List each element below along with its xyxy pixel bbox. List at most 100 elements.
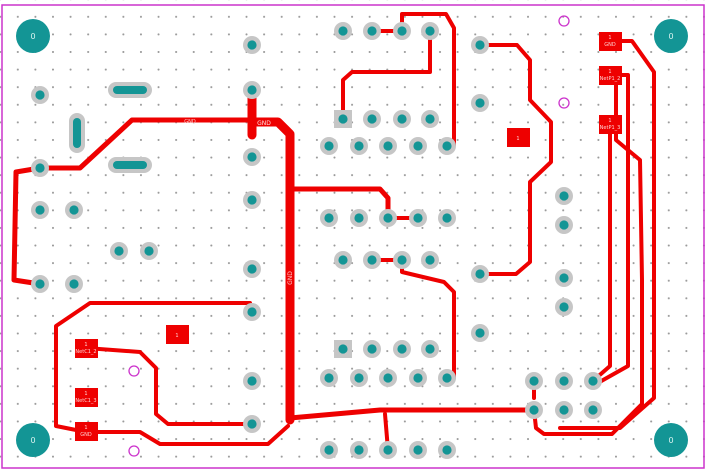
fiducial-marker — [128, 445, 140, 457]
pad-num: 1 — [608, 69, 611, 75]
th-pad-core — [559, 191, 569, 201]
th-pad-core — [338, 344, 348, 354]
trace-bottom-right-loop[interactable] — [532, 73, 644, 436]
trace-left-loop[interactable] — [11, 165, 43, 287]
smd-pads — [75, 32, 622, 441]
trace-gnd-diagonal[interactable] — [37, 117, 255, 171]
oblong-pad[interactable] — [113, 86, 147, 94]
mounting-hole[interactable] — [16, 423, 50, 457]
trace-top-mid[interactable] — [341, 29, 432, 120]
th-pad-core — [144, 246, 154, 256]
th-pad-core — [529, 376, 539, 386]
th-pad-core — [367, 26, 377, 36]
pad-num: 1 — [608, 35, 611, 41]
smd-pad-top-right-1[interactable] — [599, 32, 622, 51]
mounting-hole-label: 0 — [30, 436, 35, 445]
pad-num: 1 — [84, 342, 87, 348]
pad-name: NetP1_2 — [600, 76, 621, 82]
th-pad-core — [114, 246, 124, 256]
mounting-hole[interactable] — [654, 19, 688, 53]
th-pad-core — [247, 195, 257, 205]
th-pad-core — [354, 213, 364, 223]
smd-pad-bottom-left-3[interactable] — [75, 422, 98, 441]
th-pad-core — [475, 328, 485, 338]
mounting-hole[interactable] — [16, 19, 50, 53]
th-pad-core — [397, 344, 407, 354]
th-pad-core — [247, 264, 257, 274]
mounting-hole-label: 0 — [668, 32, 673, 41]
trace-bl-upper[interactable] — [54, 301, 252, 434]
th-pad-core — [247, 307, 257, 317]
th-pad-core — [442, 141, 452, 151]
smd-pad-top-right-2[interactable] — [599, 66, 622, 85]
th-pads — [31, 22, 602, 459]
th-pad-core — [475, 98, 485, 108]
th-pad-core — [247, 419, 257, 429]
pad-name: NetC1_3 — [75, 398, 96, 404]
trace-net-label: GND — [287, 271, 294, 285]
th-pad-core — [383, 213, 393, 223]
th-pad-core — [35, 205, 45, 215]
th-pad-core — [354, 141, 364, 151]
mounting-hole-label: 0 — [668, 436, 673, 445]
th-pad-core — [397, 26, 407, 36]
pad-name: GND — [80, 432, 92, 438]
mounting-holes: 0 0 0 0 — [16, 19, 688, 457]
th-pad-core — [397, 255, 407, 265]
trace-mid-lower[interactable] — [370, 258, 456, 380]
th-pad-core — [383, 141, 393, 151]
smd-pad-top-right-3[interactable] — [599, 115, 622, 134]
smd-pad-bottom-left-2[interactable] — [75, 388, 98, 407]
trace-far-right-3[interactable] — [592, 122, 612, 382]
fiducial-marker — [558, 15, 570, 27]
th-pad-core — [247, 376, 257, 386]
fiducials — [128, 15, 570, 457]
th-pad-core — [354, 445, 364, 455]
trace-top-loop[interactable] — [400, 12, 456, 147]
trace-mid-upper[interactable] — [287, 186, 391, 221]
trace-gnd-main[interactable] — [249, 117, 295, 425]
th-pad-core — [425, 255, 435, 265]
oblong-pad[interactable] — [73, 118, 81, 148]
th-pad-core — [559, 302, 569, 312]
smd-pad-center-right[interactable] — [507, 128, 530, 147]
th-pad-core — [324, 213, 334, 223]
pad-num: 1 — [516, 136, 519, 142]
th-pad-core — [559, 405, 569, 415]
trace-right-vertical[interactable] — [478, 43, 553, 276]
smd-pad-bottom-left-1[interactable] — [75, 339, 98, 358]
trace-net-label: GND — [184, 119, 196, 125]
th-pad-core — [442, 373, 452, 383]
th-pad-core — [588, 376, 598, 386]
th-pad-core — [35, 90, 45, 100]
th-pad-core — [442, 213, 452, 223]
th-pad-core — [324, 373, 334, 383]
trace-bottom-bus[interactable] — [287, 407, 537, 421]
trace-bl-mid[interactable] — [84, 346, 252, 426]
th-pad-core — [413, 213, 423, 223]
th-pad-core — [413, 373, 423, 383]
pad-num: 1 — [608, 118, 611, 124]
th-pad-core — [475, 40, 485, 50]
th-pad-core — [367, 255, 377, 265]
trace-bl-lower[interactable] — [84, 424, 290, 446]
th-pad-core — [383, 373, 393, 383]
mounting-hole-label: 0 — [30, 32, 35, 41]
th-pad-core — [367, 344, 377, 354]
smd-pad-text: 1 GND 1 NetP1_2 1 NetP1_3 1 1 1 NetC1_2 … — [75, 35, 620, 438]
smd-pad-left-mid[interactable] — [166, 325, 189, 344]
th-pad-core — [338, 26, 348, 36]
trace-far-right-1[interactable] — [558, 39, 656, 430]
trace-net-label: GND — [257, 120, 271, 127]
oblong-pads — [69, 82, 152, 173]
pad-name: NetC1_2 — [75, 349, 96, 355]
mounting-hole[interactable] — [654, 423, 688, 457]
fiducial-marker — [558, 97, 570, 109]
th-pad-core — [588, 405, 598, 415]
oblong-pad[interactable] — [113, 161, 147, 169]
pad-num: 1 — [84, 391, 87, 397]
th-pad-core — [442, 445, 452, 455]
th-pad-core — [338, 255, 348, 265]
th-pad-core — [247, 152, 257, 162]
